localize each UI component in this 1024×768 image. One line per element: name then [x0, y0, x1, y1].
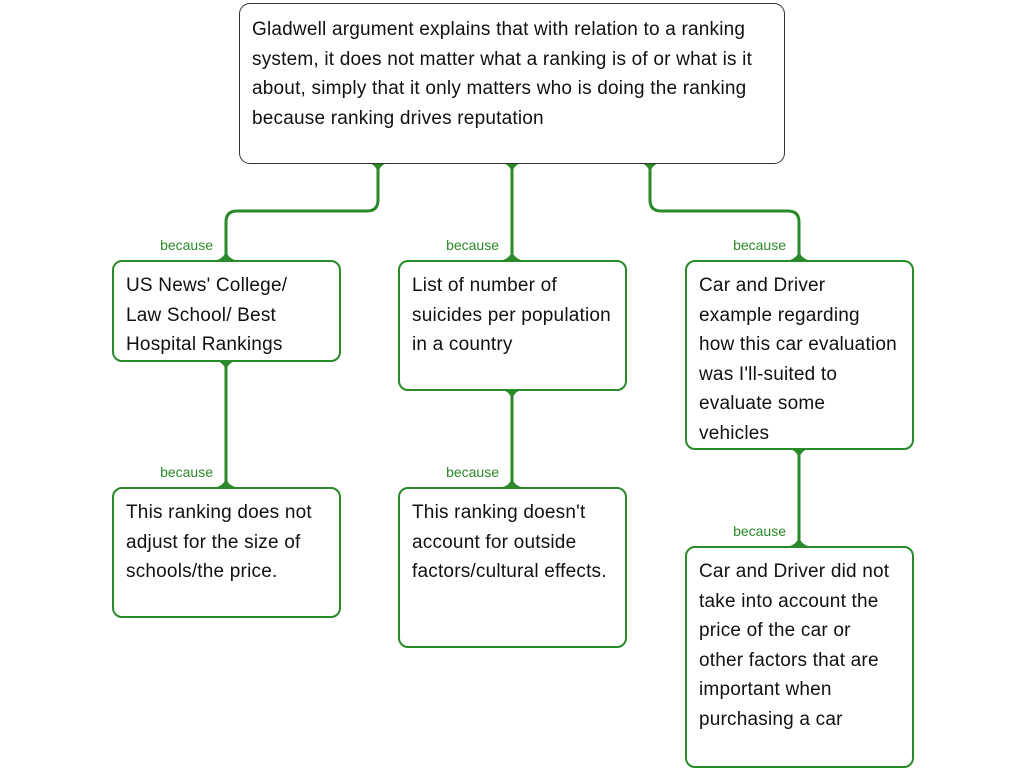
link-label-child-1: because [160, 464, 213, 480]
evidence-node-car-price[interactable]: Car and Driver did not take into account… [685, 546, 914, 768]
reason-node-car-and-driver[interactable]: Car and Driver example regarding how thi… [685, 260, 914, 450]
link-label-child-3: because [733, 523, 786, 539]
connector-flare [503, 163, 521, 176]
connector-flare [790, 248, 808, 260]
link-label-child-2: because [446, 464, 499, 480]
root-claim-node[interactable]: Gladwell argument explains that with rel… [239, 3, 785, 164]
connector-flare [503, 475, 521, 487]
connector-flare [641, 163, 659, 176]
connector-root-to-branch-1 [224, 163, 380, 260]
reason-text: List of number of suicides per populatio… [412, 275, 611, 355]
link-label-branch-1: because [160, 237, 213, 253]
reason-text: Car and Driver example regarding how thi… [699, 275, 897, 444]
connector-flare [503, 248, 521, 260]
connector-flare [217, 361, 235, 374]
connector-flare [503, 390, 521, 403]
evidence-node-cultural-factors[interactable]: This ranking doesn't account for outside… [398, 487, 627, 648]
connector-flare [369, 163, 387, 176]
reason-node-us-news[interactable]: US News' College/ Law School/ Best Hospi… [112, 260, 341, 362]
root-claim-text: Gladwell argument explains that with rel… [252, 19, 753, 129]
evidence-node-school-size[interactable]: This ranking does not adjust for the siz… [112, 487, 341, 618]
reason-node-suicides[interactable]: List of number of suicides per populatio… [398, 260, 627, 391]
link-label-branch-2: because [446, 237, 499, 253]
link-label-branch-3: because [733, 237, 786, 253]
evidence-text: Car and Driver did not take into account… [699, 561, 890, 730]
connector-flare [217, 248, 235, 260]
connector-flare [790, 534, 808, 546]
reason-text: US News' College/ Law School/ Best Hospi… [126, 275, 288, 355]
evidence-text: This ranking does not adjust for the siz… [126, 502, 312, 582]
connector-flare [217, 475, 235, 487]
connector-root-to-branch-3 [648, 163, 801, 260]
evidence-text: This ranking doesn't account for outside… [412, 502, 607, 582]
connector-flare [790, 449, 808, 462]
